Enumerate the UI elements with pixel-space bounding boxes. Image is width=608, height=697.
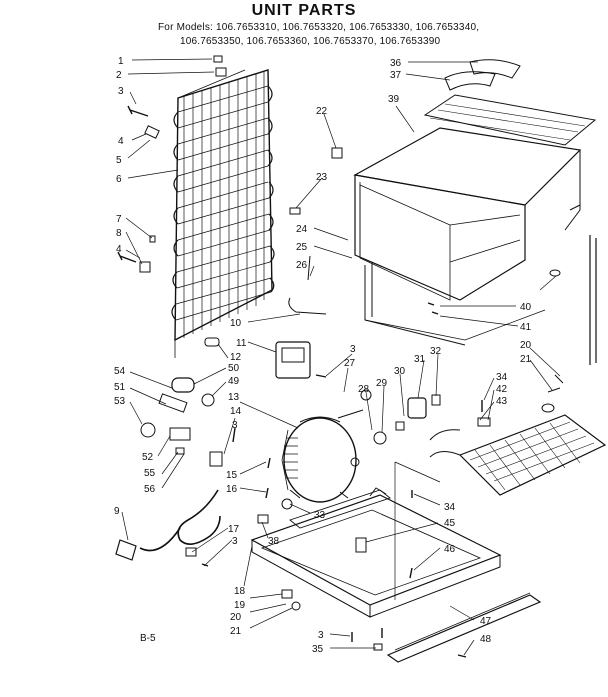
callout-37: 37 bbox=[390, 70, 402, 81]
callout-18: 18 bbox=[234, 586, 246, 597]
callout-47: 47 bbox=[480, 616, 492, 627]
callout-25: 25 bbox=[296, 242, 308, 253]
callout-43: 43 bbox=[496, 396, 508, 407]
callout-3e: 3 bbox=[318, 630, 324, 641]
callout-17: 17 bbox=[228, 524, 240, 535]
callout-13: 13 bbox=[228, 392, 240, 403]
callout-21b: 21 bbox=[230, 626, 242, 637]
callout-32: 32 bbox=[430, 346, 442, 357]
callout-5: 5 bbox=[116, 155, 122, 166]
callout-50: 50 bbox=[228, 363, 240, 374]
callout-11: 11 bbox=[236, 338, 247, 349]
callout-45: 45 bbox=[444, 518, 456, 529]
callout-14: 14 bbox=[230, 406, 242, 417]
callout-23: 23 bbox=[316, 172, 328, 183]
model-list-line-1: For Models: 106.7653310, 106.7653320, 10… bbox=[158, 22, 480, 33]
callout-3d: 3 bbox=[350, 344, 356, 355]
callout-9: 9 bbox=[114, 506, 120, 517]
callout-24: 24 bbox=[296, 224, 308, 235]
callout-34: 34 bbox=[496, 372, 508, 383]
callout-42: 42 bbox=[496, 384, 508, 395]
model-list-line-2: 106.7653350, 106.7653360, 106.7653370, 1… bbox=[180, 36, 441, 47]
callout-30: 30 bbox=[394, 366, 406, 377]
callout-52: 52 bbox=[142, 452, 154, 463]
callout-40: 40 bbox=[520, 302, 532, 313]
callout-10: 10 bbox=[230, 318, 242, 329]
callout-3: 3 bbox=[118, 86, 124, 97]
callout-46: 46 bbox=[444, 544, 456, 555]
callout-33: 33 bbox=[314, 510, 326, 521]
condenser-coil bbox=[171, 69, 275, 358]
evaporator-assembly bbox=[288, 59, 597, 365]
callout-labels: 1 2 3 4 5 6 7 8 4 10 11 12 50 49 54 51 5… bbox=[114, 56, 532, 655]
callout-27: 27 bbox=[344, 358, 356, 369]
callout-51: 51 bbox=[114, 382, 126, 393]
callout-16: 16 bbox=[226, 484, 238, 495]
auxiliary-condenser bbox=[429, 374, 607, 496]
callout-3b: 3 bbox=[232, 420, 238, 431]
callout-48: 48 bbox=[480, 634, 492, 645]
callout-39: 39 bbox=[388, 94, 400, 105]
front-rail bbox=[351, 592, 542, 663]
electrical-components bbox=[140, 337, 327, 467]
callout-28: 28 bbox=[358, 384, 370, 395]
callout-29: 29 bbox=[376, 378, 388, 389]
callout-7: 7 bbox=[116, 214, 122, 225]
callout-12: 12 bbox=[230, 352, 242, 363]
callout-22: 22 bbox=[316, 106, 328, 117]
callout-41: 41 bbox=[520, 322, 532, 333]
callout-4b: 4 bbox=[116, 244, 122, 255]
callout-36: 36 bbox=[390, 58, 402, 69]
callout-1: 1 bbox=[118, 56, 124, 67]
callout-21: 21 bbox=[520, 354, 532, 365]
callout-49: 49 bbox=[228, 376, 240, 387]
leader-lines bbox=[121, 58, 561, 656]
callout-3c: 3 bbox=[232, 536, 238, 547]
callout-19: 19 bbox=[234, 600, 246, 611]
callout-34b: 34 bbox=[444, 502, 456, 513]
callout-53: 53 bbox=[114, 396, 126, 407]
callout-54: 54 bbox=[114, 366, 126, 377]
callout-4: 4 bbox=[118, 136, 124, 147]
callout-6: 6 bbox=[116, 174, 122, 185]
callout-8: 8 bbox=[116, 228, 122, 239]
callout-26: 26 bbox=[296, 260, 308, 271]
coil-mounting-hardware bbox=[117, 55, 227, 273]
callout-15: 15 bbox=[226, 470, 238, 481]
compressor bbox=[265, 389, 441, 510]
callout-35: 35 bbox=[312, 644, 324, 655]
power-cord bbox=[115, 489, 269, 567]
page-code: B-5 bbox=[140, 633, 156, 644]
callout-31: 31 bbox=[414, 354, 426, 365]
callout-56: 56 bbox=[144, 484, 156, 495]
callout-2: 2 bbox=[116, 70, 122, 81]
diagram-title: UNIT PARTS bbox=[251, 2, 357, 19]
base-plate bbox=[250, 487, 502, 618]
callout-20b: 20 bbox=[230, 612, 242, 623]
callout-38: 38 bbox=[268, 536, 280, 547]
callout-55: 55 bbox=[144, 468, 156, 479]
callout-20: 20 bbox=[520, 340, 532, 351]
